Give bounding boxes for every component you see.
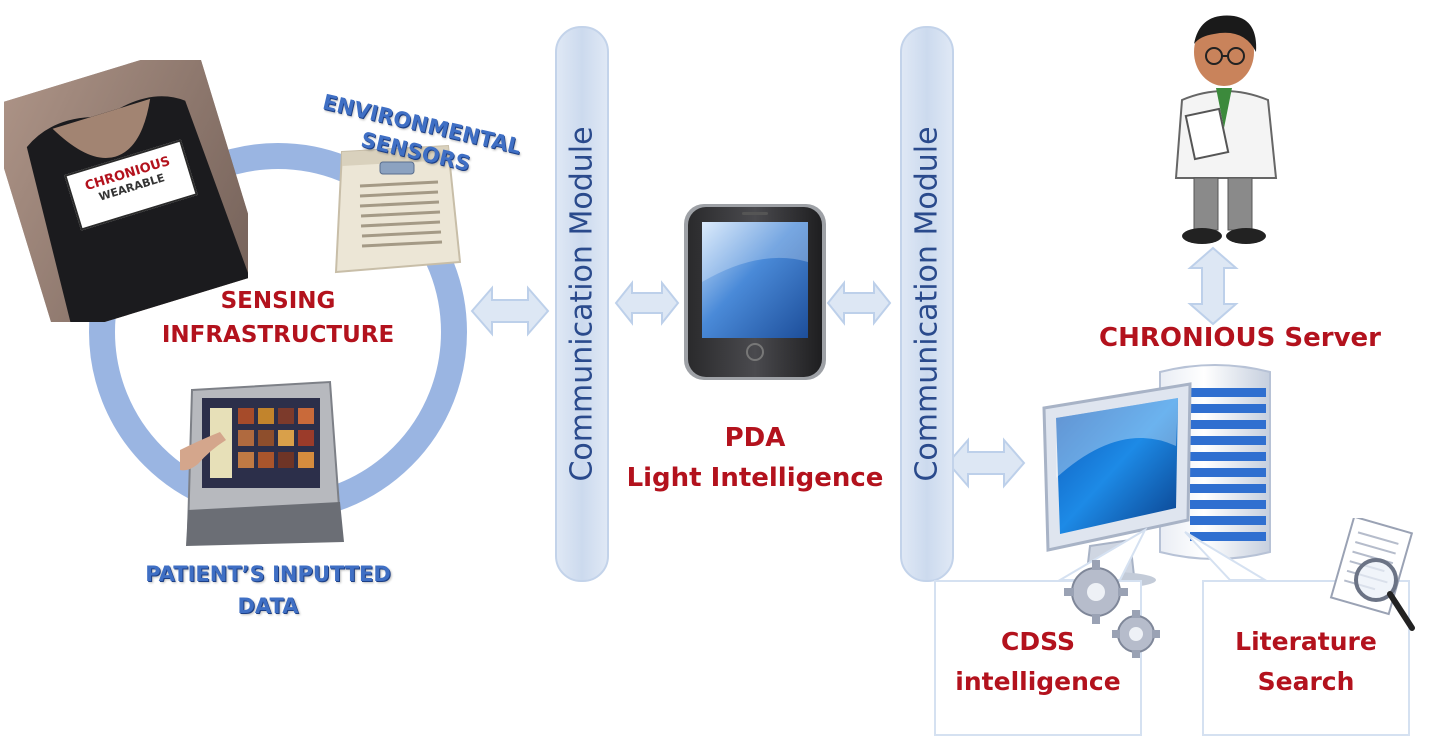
- arrow-server-to-doctor: [1187, 246, 1239, 326]
- pda-phone-icon: [684, 204, 826, 380]
- sensing-infrastructure: CHRONIOUS WEARABLE ENVIRONMENTAL SENSORS…: [0, 0, 560, 738]
- cdss-label-line1: CDSS: [1001, 627, 1075, 656]
- patient-label-line1: PATIENT’S INPUTTED: [145, 562, 391, 586]
- literature-label: Literature Search: [1204, 622, 1408, 702]
- patient-label-line2: DATA: [237, 594, 299, 618]
- sensing-label-line2: INFRASTRUCTURE: [161, 322, 395, 348]
- monitor-icon: [1042, 382, 1192, 588]
- literature-label-line2: Search: [1257, 667, 1355, 696]
- pda-label: PDA Light Intelligence: [600, 418, 910, 498]
- wearable-photo: CHRONIOUS WEARABLE: [0, 43, 266, 337]
- touchscreen-kiosk-icon: [180, 380, 344, 546]
- patient-inputted-data-label: PATIENT’S INPUTTED DATA: [118, 558, 418, 622]
- communication-module-left-label: Communication Module: [564, 126, 600, 482]
- literature-search-box: Literature Search: [1202, 580, 1410, 736]
- communication-module-right-label: Communication Module: [909, 126, 945, 482]
- pda-label-line1: PDA: [724, 423, 786, 453]
- sensing-infrastructure-label: SENSING INFRASTRUCTURE: [138, 284, 418, 352]
- gears-icon: [1064, 560, 1160, 658]
- document-magnifier-icon: [1329, 518, 1415, 631]
- arrow-pda-to-comm: [826, 280, 892, 326]
- arrow-comm-to-server: [946, 437, 1026, 489]
- cdss-label: CDSS intelligence: [936, 622, 1140, 702]
- environmental-sensor-icon: [334, 144, 462, 274]
- communication-module-right: Communication Module: [900, 26, 954, 582]
- literature-label-line1: Literature: [1235, 627, 1377, 656]
- doctor-icon: [1174, 15, 1278, 244]
- cdss-label-line2: intelligence: [955, 667, 1121, 696]
- chronious-server-label: CHRONIOUS Server: [1099, 323, 1381, 353]
- arrow-sensing-to-comm: [470, 285, 550, 337]
- arrow-comm-to-pda: [614, 280, 680, 326]
- communication-module-left: Communication Module: [555, 26, 609, 582]
- pda-label-line2: Light Intelligence: [626, 463, 884, 493]
- sensing-label-line1: SENSING: [220, 288, 336, 314]
